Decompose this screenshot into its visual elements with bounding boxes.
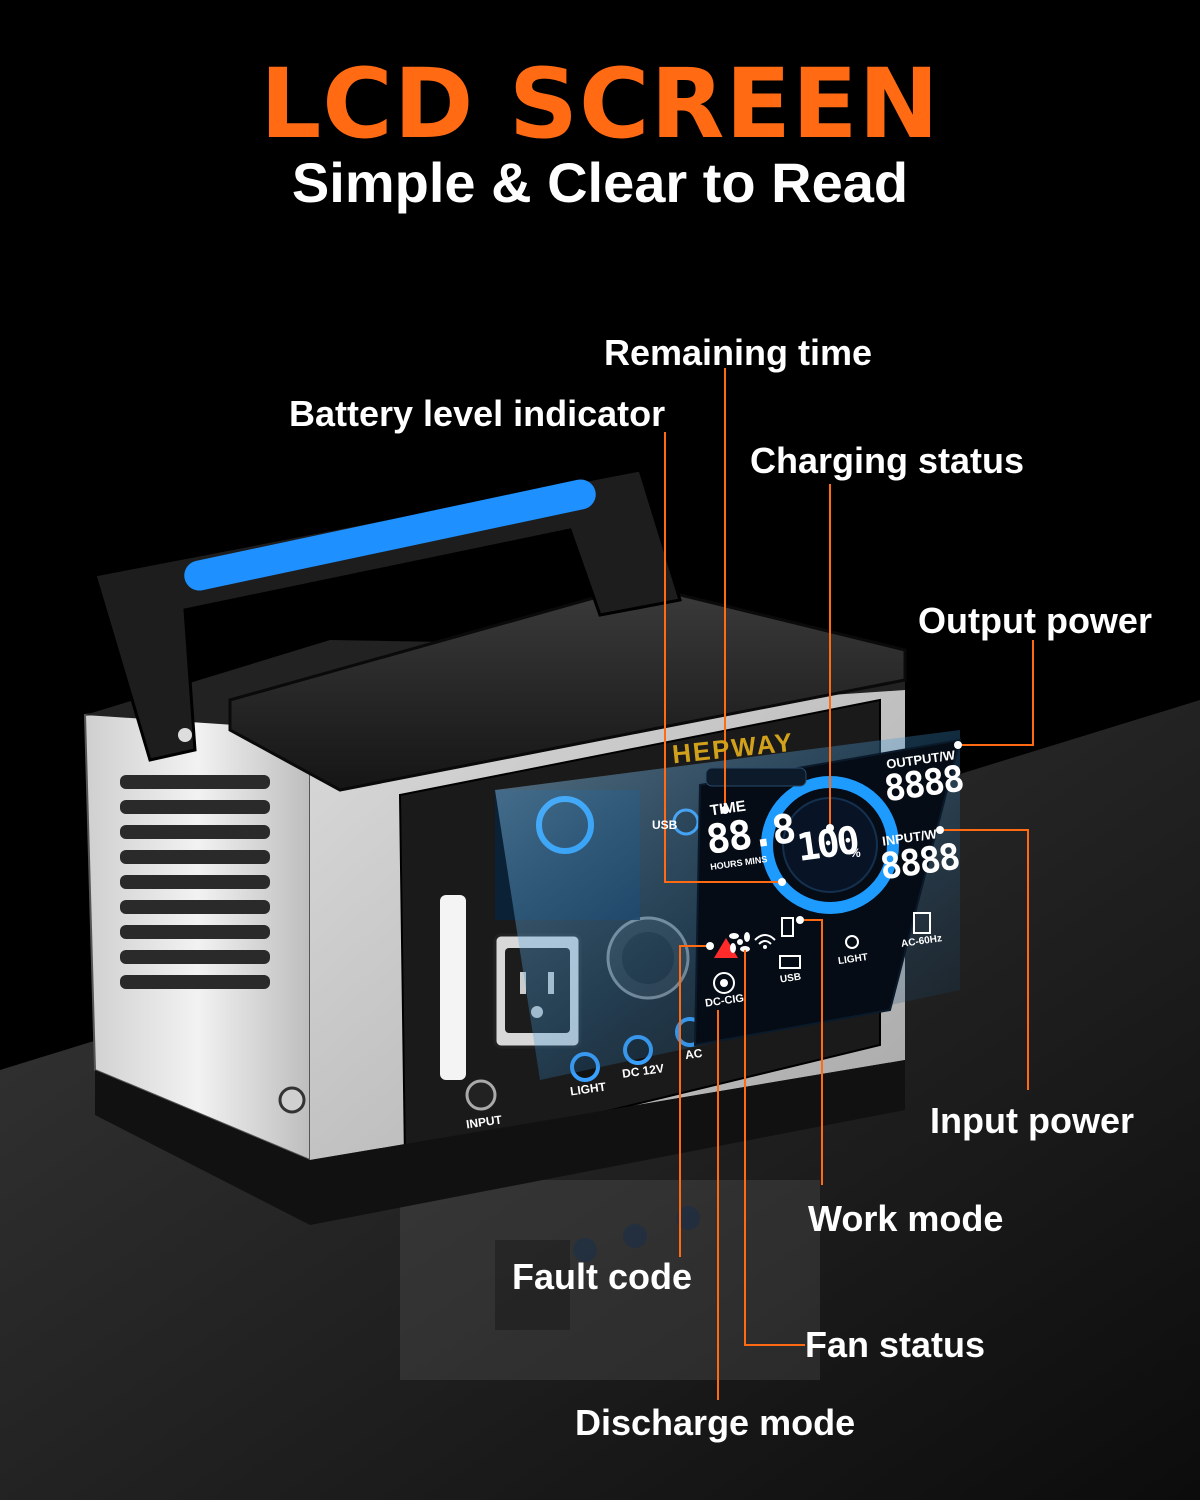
lcd-battery-percent: 100 (794, 818, 860, 870)
line-input-power (940, 829, 1029, 1090)
line-output-power (958, 640, 1034, 746)
page-subtitle: Simple & Clear to Read (291, 151, 909, 214)
callout-output-power: Output power (918, 600, 1152, 641)
ac-button[interactable]: AC (684, 1045, 704, 1063)
line-battery-level (664, 432, 782, 883)
callout-dots (706, 741, 962, 950)
lcd-panel (693, 738, 962, 1047)
callout-charging-status: Charging status (750, 440, 1025, 481)
callout-fault-code: Fault code (512, 1256, 693, 1297)
line-work-mode (800, 919, 823, 1185)
callout-fan-status: Fan status (805, 1324, 986, 1365)
page-title: LCD SCREEN (260, 48, 940, 160)
floor-reflection (400, 1180, 820, 1380)
line-fault-code (679, 945, 710, 1257)
callout-lines (664, 368, 1034, 1400)
device-usb-label: USB (652, 818, 678, 832)
callout-battery-level: Battery level indicator (289, 393, 666, 434)
callout-remaining-time: Remaining time (604, 332, 873, 373)
callout-input-power: Input power (930, 1100, 1134, 1141)
line-fan-status (744, 950, 805, 1346)
lcd-percent-sign: % (850, 846, 861, 860)
callout-work-mode: Work mode (808, 1198, 1004, 1239)
callout-discharge-mode: Discharge mode (575, 1402, 856, 1443)
